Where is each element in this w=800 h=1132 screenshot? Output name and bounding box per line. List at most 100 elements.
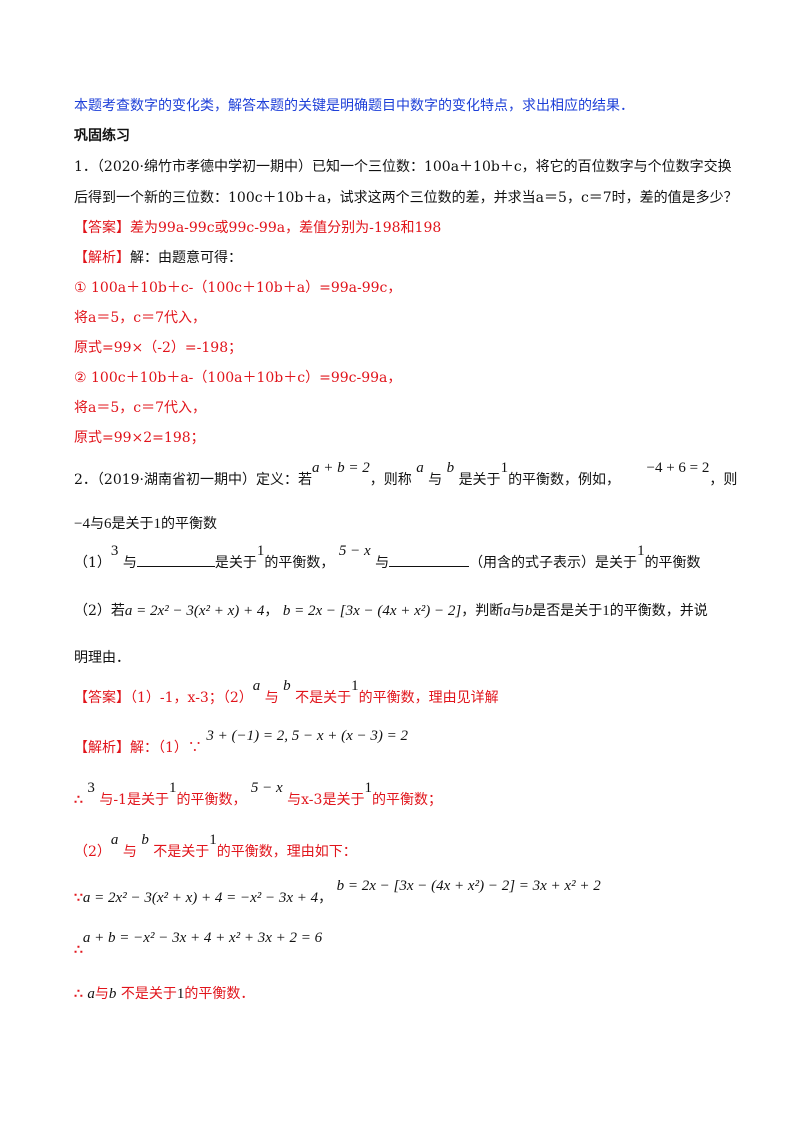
q2-var-a: a <box>252 678 261 694</box>
q2-number-one: 1 <box>256 543 265 559</box>
q2-a-simplified: a = 2x² − 3(x² + x) + 4 = −x² − 3x + 4 <box>82 890 319 906</box>
q2-part-1-prefix: （1） <box>74 555 111 571</box>
q1-step-4: ② 100c＋10b＋a-（100a＋10b＋c）=99c-99a， <box>74 370 402 386</box>
q2-number-one: 1 <box>602 603 610 619</box>
q2-part-2: （2）若a = 2x² − 3(x² + x) + 4， b = 2x − [3… <box>74 603 708 619</box>
q2-text: 与x-3是关于 <box>287 792 365 808</box>
q2-var-a: a <box>416 460 424 476</box>
q2-number-one: 1 <box>168 780 177 796</box>
q2-text: 的平衡数， <box>176 792 247 808</box>
q2-text: 是关于 <box>111 516 154 532</box>
q2-therefore-2: ∴a + b = −x² − 3x + 4 + x² + 3x + 2 = 6 <box>74 930 322 960</box>
q1-analysis-label: 【解析】 <box>74 250 130 266</box>
q2-example-a: −4 <box>74 516 90 532</box>
q1-step-5: 将a＝5，c＝7代入， <box>74 400 207 416</box>
q2-analysis-equation: 3 + (−1) = 2, 5 − x + (x − 3) = 2 <box>206 728 409 744</box>
q2-text: 与 <box>122 555 137 571</box>
q2-number-one: 1 <box>209 832 217 848</box>
q2-analysis-text: 解：（1）∵ <box>130 740 202 756</box>
q2-text: 与 <box>375 555 390 571</box>
q2-number-one: 1 <box>351 678 359 694</box>
q2-text: ，则 <box>709 472 738 488</box>
q2-a-expression: a = 2x² − 3(x² + x) + 4 <box>124 603 265 619</box>
q2-text: 的平衡数，并说 <box>609 603 708 619</box>
section-title: 巩固练习 <box>74 128 130 144</box>
q2-text: 不是关于 <box>295 690 352 706</box>
q2-text: 的平衡数，理由如下： <box>216 844 357 860</box>
q2-example-b: 6 <box>103 516 112 532</box>
q2-expr-5-minus-x: 5 − x <box>250 780 283 796</box>
q2-text: 的平衡数， <box>264 555 335 571</box>
q1-line-2: 后得到一个新的三位数：100c＋10b＋a，试求这两个三位数的差，并求当a＝5，… <box>74 190 738 206</box>
q2-text: 是否是关于 <box>532 603 603 619</box>
q2-var-a: a <box>110 832 119 848</box>
q2-text: 的平衡数． <box>184 986 255 1002</box>
q2-number-one: 1 <box>364 780 372 796</box>
q2-number-three: 3 <box>110 543 119 559</box>
q2-prefix: 2．（2019·湖南省初一期中）定义：若 <box>74 472 312 488</box>
q2-b-simplified: b = 2x − [3x − (4x + x²) − 2] = 3x + x² … <box>336 878 601 894</box>
q2-number-three: 3 <box>87 780 95 796</box>
q2-text: 与 <box>264 690 279 706</box>
q2-conclusion: ∴ a与b 不是关于1的平衡数． <box>74 984 254 1004</box>
q1-analysis-line: 【解析】解：由题意可得： <box>74 248 242 268</box>
q1-analysis-intro: 解：由题意可得： <box>130 250 242 266</box>
q2-text: （用含的式子表示）是关于 <box>469 555 638 571</box>
q2-var-a: a <box>503 603 511 619</box>
q2-text: 的平衡数，理由见详解 <box>358 690 499 706</box>
q1-step-2: 将a＝5，c＝7代入， <box>74 310 207 326</box>
q2-because-line: ∵a = 2x² − 3(x² + x) + 4 = −x² − 3x + 4，… <box>74 878 601 906</box>
q2-text: ，判断 <box>461 603 504 619</box>
therefore-symbol: ∴ <box>74 792 83 808</box>
intro-note: 本题考查数字的变化类，解答本题的关键是明确题目中数字的变化特点，求出相应的结果． <box>74 98 634 114</box>
q2-example-equation: −4 + 6 = 2 <box>646 460 710 476</box>
q2-text: 与 <box>428 472 443 488</box>
because-symbol: ∵ <box>74 890 83 906</box>
q2-b-expression: b = 2x − [3x − (4x + x²) − 2] <box>282 603 462 619</box>
q2-text: 的平衡数 <box>160 516 217 532</box>
q2-number-one: 1 <box>176 986 185 1002</box>
q2-text: 的平衡数 <box>644 555 701 571</box>
q2-text: 的平衡数； <box>371 792 442 808</box>
q2-var-b: b <box>141 832 149 848</box>
q2-text: 与 <box>89 516 104 532</box>
fill-blank-1 <box>136 552 215 567</box>
q2-line-1: 2．（2019·湖南省初一期中）定义：若a + b = 2，则称 a 与 b 是… <box>74 460 738 490</box>
q1-step-1: ① 100a＋10b＋c-（100c＋10b＋a）=99a-99c， <box>74 280 402 296</box>
therefore-symbol: ∴ <box>74 986 83 1002</box>
q2-text: 的平衡数，例如， <box>508 472 621 488</box>
q2-text: 是关于 <box>214 555 257 571</box>
q2-text: （2） <box>74 844 111 860</box>
q2-text: ，则称 <box>369 472 412 488</box>
fill-blank-2 <box>389 552 470 567</box>
q1-line-1: 1．（2020·绵竹市孝德中学初一期中）已知一个三位数：100a＋10b＋c，将… <box>74 159 732 175</box>
q2-part-2-line-2: 明理由． <box>74 650 130 666</box>
q2-text: 与 <box>510 603 525 619</box>
q2-var-b: b <box>524 603 533 619</box>
q2-expr-5-minus-x: 5 − x <box>338 543 371 559</box>
q2-var-b: b <box>283 678 291 694</box>
therefore-symbol: ∴ <box>74 942 83 958</box>
q2-text: 是关于 <box>458 472 501 488</box>
q2-text: 与-1是关于 <box>99 792 169 808</box>
q2-text: 与 <box>122 844 137 860</box>
q1-step-3: 原式=99×（-2）=-198； <box>74 340 243 356</box>
q2-part-2-prefix: （2）若 <box>74 603 125 619</box>
q2-analysis-label: 【解析】 <box>74 740 130 756</box>
q1-step-6: 原式=99×2=198； <box>74 430 205 446</box>
q2-text: 不是关于 <box>120 986 177 1002</box>
q2-var-b: b <box>108 986 117 1002</box>
q2-part-1: （1）3 与是关于1的平衡数， 5 − x 与（用含的式子表示）是关于1的平衡数 <box>74 543 701 573</box>
q2-number-one: 1 <box>153 516 161 532</box>
q2-analysis: 【解析】解：（1）∵ 3 + (−1) = 2, 5 − x + (x − 3)… <box>74 728 408 758</box>
q2-sum-equation: a + b = −x² − 3x + 4 + x² + 3x + 2 = 6 <box>82 930 323 946</box>
q2-answer-label: 【答案】（1）-1，x-3；（2） <box>74 690 253 706</box>
q2-text: 与 <box>94 986 109 1002</box>
q2-var-a: a <box>87 986 95 1002</box>
q2-answer: 【答案】（1）-1，x-3；（2）a 与 b 不是关于1的平衡数，理由见详解 <box>74 678 499 708</box>
q2-therefore-1: ∴ 3 与-1是关于1的平衡数， 5 − x 与x-3是关于1的平衡数； <box>74 780 442 810</box>
q2-text: 不是关于 <box>153 844 210 860</box>
q2-number-one: 1 <box>500 460 509 476</box>
q2-number-one: 1 <box>637 543 645 559</box>
q2-reason-2: （2）a 与 b 不是关于1的平衡数，理由如下： <box>74 832 357 862</box>
